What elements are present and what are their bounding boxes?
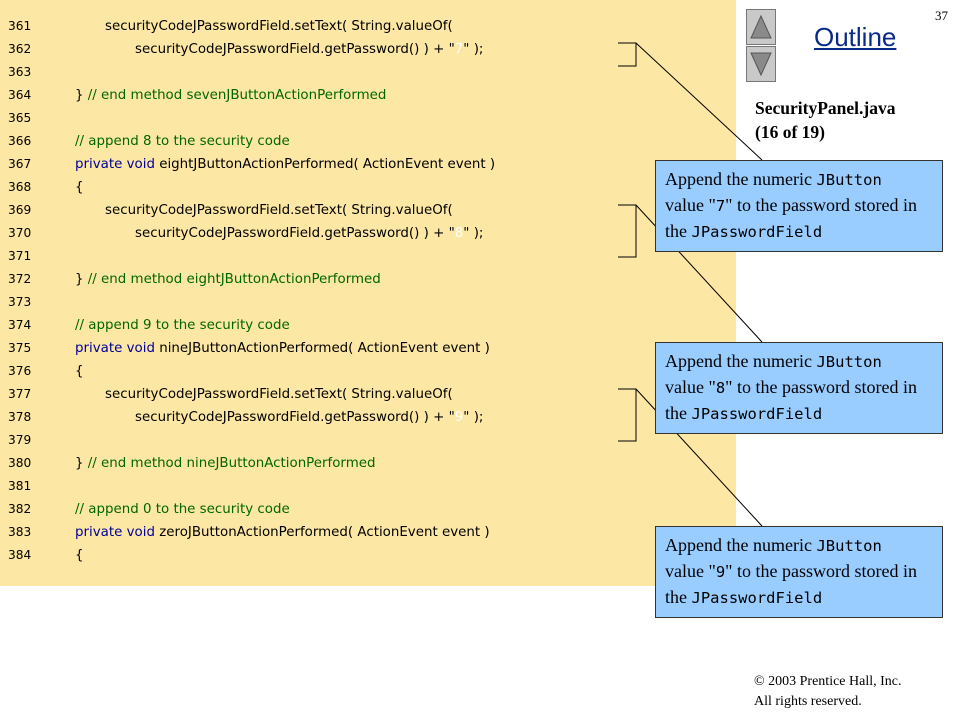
callout-text: " to the password stored in the <box>665 195 917 241</box>
callout-text: Append the numeric <box>665 535 817 555</box>
code-text: private void zeroJButtonActionPerformed(… <box>75 525 490 540</box>
triangle-up-icon <box>750 14 772 39</box>
line-number: 366 <box>8 134 32 148</box>
line-number: 376 <box>8 364 32 378</box>
callout-text: Append the numeric <box>665 169 817 189</box>
leader-line-1 <box>635 42 763 161</box>
callout-text: value " <box>665 195 716 215</box>
line-number: 373 <box>8 295 32 309</box>
callout-code: JButton <box>816 353 882 371</box>
code-panel: 361 securityCodeJPasswordField.setText( S… <box>0 0 736 586</box>
code-text: // append 8 to the security code <box>75 134 290 149</box>
code-text: private void eightJButtonActionPerformed… <box>75 157 496 172</box>
line-number: 368 <box>8 180 32 194</box>
code-text: securityCodeJPasswordField.getPassword()… <box>135 226 484 241</box>
callout-text: Append the numeric <box>665 351 817 371</box>
line-number: 365 <box>8 111 32 125</box>
line-number: 371 <box>8 249 32 263</box>
next-slide-button[interactable] <box>746 46 776 82</box>
line-number: 374 <box>8 318 32 332</box>
code-text: { <box>75 180 84 195</box>
line-number: 370 <box>8 226 32 240</box>
file-title-block: SecurityPanel.java (16 of 19) <box>755 96 895 144</box>
line-number: 375 <box>8 341 32 355</box>
line-number: 379 <box>8 433 32 447</box>
line-number: 383 <box>8 525 32 539</box>
code-text: securityCodeJPasswordField.setText( Stri… <box>105 203 453 218</box>
line-number: 363 <box>8 65 32 79</box>
callout-digit: 9 <box>715 563 726 581</box>
outline-link[interactable]: Outline <box>814 22 897 52</box>
callout-text: value " <box>665 561 716 581</box>
line-number: 378 <box>8 410 32 424</box>
callout-text: value " <box>665 377 716 397</box>
line-number: 367 <box>8 157 32 171</box>
code-text: { <box>75 548 84 563</box>
bracket-line-378 <box>618 388 637 442</box>
line-number: 380 <box>8 456 32 470</box>
code-text: securityCodeJPasswordField.setText( Stri… <box>105 19 453 34</box>
line-number: 364 <box>8 88 32 102</box>
line-number: 381 <box>8 479 32 493</box>
bracket-line-362 <box>618 42 637 67</box>
code-text: } // end method eightJButtonActionPerfor… <box>75 272 381 287</box>
triangle-down-icon <box>750 52 772 77</box>
line-number: 362 <box>8 42 32 56</box>
rights-line: All rights reserved. <box>754 694 862 709</box>
callout-code: JPasswordField <box>691 405 823 423</box>
callout-text: " to the password stored in the <box>665 561 917 607</box>
callout-digit: 8 <box>715 379 726 397</box>
callout-2: Append the numeric JButton value "8" to … <box>655 342 943 434</box>
bracket-line-370 <box>618 204 637 258</box>
callout-digit: 7 <box>715 197 726 215</box>
code-text: securityCodeJPasswordField.setText( Stri… <box>105 387 453 402</box>
line-number: 382 <box>8 502 32 516</box>
copyright-notice: © 2003 Prentice Hall, Inc. All rights re… <box>754 672 902 712</box>
code-text: // append 9 to the security code <box>75 318 290 333</box>
callout-code: JButton <box>816 537 882 555</box>
code-text: } // end method nineJButtonActionPerform… <box>75 456 376 471</box>
previous-slide-button[interactable] <box>746 9 776 45</box>
line-number: 361 <box>8 19 32 33</box>
code-text: // append 0 to the security code <box>75 502 290 517</box>
line-number: 369 <box>8 203 32 217</box>
callout-text: " to the password stored in the <box>665 377 917 423</box>
file-page-indicator: (16 of 19) <box>755 122 825 142</box>
slide-number: 37 <box>935 8 948 23</box>
code-text: private void nineJButtonActionPerformed(… <box>75 341 490 356</box>
code-text: securityCodeJPasswordField.getPassword()… <box>135 410 484 425</box>
code-text: } // end method sevenJButtonActionPerfor… <box>75 88 387 103</box>
callout-code: JButton <box>816 171 882 189</box>
copyright-line: © 2003 Prentice Hall, Inc. <box>754 674 902 689</box>
callout-3: Append the numeric JButton value "9" to … <box>655 526 943 618</box>
line-number: 372 <box>8 272 32 286</box>
line-number: 384 <box>8 548 32 562</box>
callout-1: Append the numeric JButton value "7" to … <box>655 160 943 252</box>
callout-code: JPasswordField <box>691 589 823 607</box>
line-number: 377 <box>8 387 32 401</box>
file-name: SecurityPanel.java <box>755 98 896 118</box>
code-text: { <box>75 364 84 379</box>
code-text: securityCodeJPasswordField.getPassword()… <box>135 42 484 57</box>
callout-code: JPasswordField <box>691 223 823 241</box>
